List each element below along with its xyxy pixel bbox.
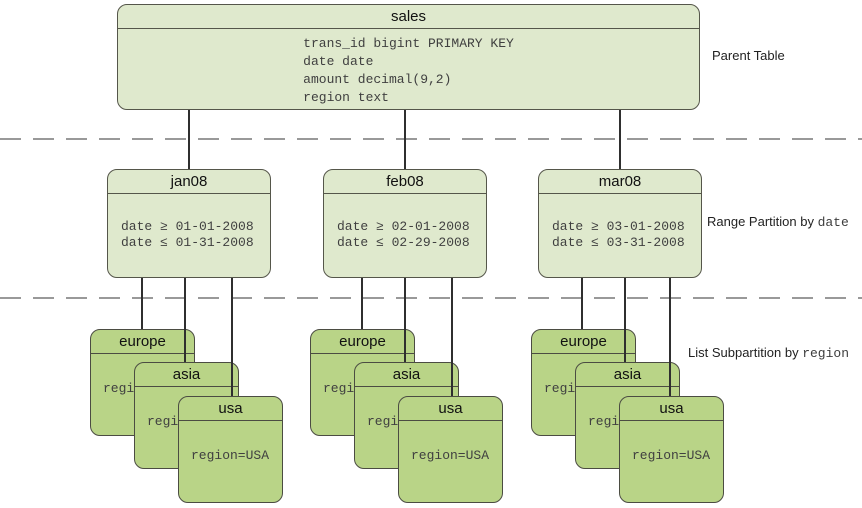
subpartition-title: europe <box>532 330 635 354</box>
subpartition-title: usa <box>399 397 502 421</box>
subpartition-card-usa: usa region=USA <box>178 396 283 503</box>
partition-title: jan08 <box>108 170 270 194</box>
subpartition-title: asia <box>135 363 238 387</box>
partition-body: date ≥ 01-01-2008 date ≤ 01-31-2008 <box>108 194 270 251</box>
parent-table-body: trans_id bigint PRIMARY KEY date date am… <box>118 29 699 107</box>
subpartition-title: asia <box>355 363 458 387</box>
partition-body: date ≥ 02-01-2008 date ≤ 02-29-2008 <box>324 194 486 251</box>
subpartition-body: region=USA <box>632 448 711 463</box>
subpartition-body: regi <box>323 381 355 396</box>
annotation-text: Parent Table <box>712 48 785 63</box>
annotation-text: Range Partition by <box>707 214 818 229</box>
parent-table-box: sales trans_id bigint PRIMARY KEY date d… <box>117 4 700 110</box>
subpartition-body: regi <box>588 414 620 429</box>
partition-box-feb08: feb08 date ≥ 02-01-2008 date ≤ 02-29-200… <box>323 169 487 278</box>
partition-box-mar08: mar08 date ≥ 03-01-2008 date ≤ 03-31-200… <box>538 169 702 278</box>
partition-rule: date ≤ 02-29-2008 <box>337 235 470 250</box>
annotation-range-partition: Range Partition by date <box>707 214 849 230</box>
subpartition-title: europe <box>311 330 414 354</box>
subpartition-body: regi <box>147 414 179 429</box>
partition-title: feb08 <box>324 170 486 194</box>
subpartition-title: usa <box>620 397 723 421</box>
subpartition-title: asia <box>576 363 679 387</box>
annotation-list-subpartition: List Subpartition by region <box>688 345 849 361</box>
column-definition: amount decimal(9,2) <box>303 72 452 87</box>
partition-box-jan08: jan08 date ≥ 01-01-2008 date ≤ 01-31-200… <box>107 169 271 278</box>
subpartition-body: region=USA <box>411 448 490 463</box>
subpartition-body: regi <box>367 414 399 429</box>
partition-body: date ≥ 03-01-2008 date ≤ 03-31-2008 <box>539 194 701 251</box>
partition-rule: date ≤ 01-31-2008 <box>121 235 254 250</box>
column-definition: trans_id bigint PRIMARY KEY <box>303 36 514 51</box>
partition-title: mar08 <box>539 170 701 194</box>
subpartition-card-usa: usa region=USA <box>619 396 724 503</box>
partition-rule: date ≤ 03-31-2008 <box>552 235 685 250</box>
partition-rule: date ≥ 03-01-2008 <box>552 219 685 234</box>
partition-rule: date ≥ 02-01-2008 <box>337 219 470 234</box>
subpartition-title: europe <box>91 330 194 354</box>
parent-table-title: sales <box>118 5 699 29</box>
annotation-code: date <box>817 215 849 230</box>
partition-rule: date ≥ 01-01-2008 <box>121 219 254 234</box>
column-definition: region text <box>303 90 389 105</box>
subpartition-body: region=USA <box>191 448 270 463</box>
subpartition-card-usa: usa region=USA <box>398 396 503 503</box>
column-definition: date date <box>303 54 374 69</box>
subpartition-title: usa <box>179 397 282 421</box>
annotation-text: List Subpartition by <box>688 345 803 360</box>
annotation-code: region <box>802 346 849 361</box>
annotation-parent-table: Parent Table <box>712 48 785 64</box>
subpartition-body: regi <box>544 381 576 396</box>
subpartition-body: regi <box>103 381 135 396</box>
